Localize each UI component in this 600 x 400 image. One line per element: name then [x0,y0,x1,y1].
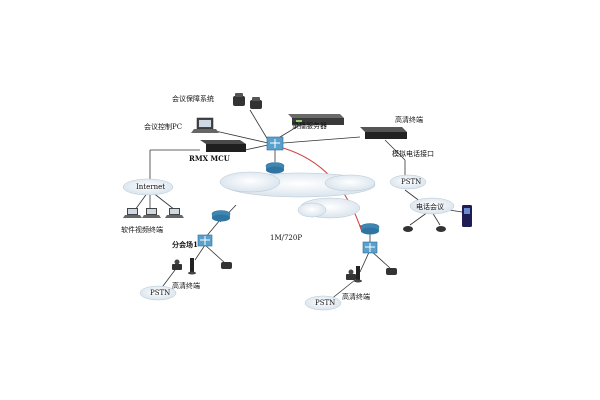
cloud-icon [389,174,427,190]
branch-label: 分会场1 [172,240,198,249]
router-icon [360,223,380,235]
server-icon [200,140,246,152]
phone-icon [436,226,446,232]
pstn-left-label: PSTN [150,289,170,297]
camera-icon [346,269,356,280]
camera-icon [172,259,182,270]
pstn-mid-label: PSTN [315,299,335,307]
router-icon [211,210,231,222]
laptop-icon [165,208,184,218]
camera-icon [354,266,362,283]
switch-icon [362,241,378,254]
switch-icon [266,136,284,151]
cloud-icon [122,178,174,196]
cloud-icon [409,197,455,215]
bandwidth-label: 1M/720P [270,234,302,242]
hd-terminal-top-label: 高清终端 [395,115,423,124]
laptop-icon [191,117,219,133]
phone-conf-label: 电话会议 [416,202,444,211]
cloud-icon [297,197,361,219]
analog-phone-interface-label: 模拟电话接口 [392,149,434,158]
pstn-right-label: PSTN [401,178,421,186]
camera-icon [188,258,196,275]
phone-icon [386,268,397,275]
server-icon [360,127,407,139]
phone-icon [403,226,413,232]
cloud-icon [304,295,342,311]
server-icon [288,114,344,125]
hd-terminal-mid-label: 高清终端 [342,292,370,301]
rmx-mcu-label: RMX MCU [189,154,230,163]
cloud-icon [219,171,376,198]
phone-icon [233,93,262,109]
conf-control-pc-label: 会议控制PC [144,122,182,131]
phone-icon [221,262,232,269]
laptop-icon [123,208,142,218]
router-icon [265,162,285,174]
switch-icon [197,234,213,247]
hd-terminal-left-label: 高清终端 [172,281,200,290]
software-terminal-label: 软件视频终端 [121,225,163,234]
cloud-icon [139,285,177,301]
handheld-icon [462,205,472,227]
recording-server-label: 录播服务器 [292,121,327,130]
internet-label: Internet [136,183,165,191]
laptop-icon [142,208,161,218]
conf-phone-system-label: 会议保障系统 [172,94,214,103]
